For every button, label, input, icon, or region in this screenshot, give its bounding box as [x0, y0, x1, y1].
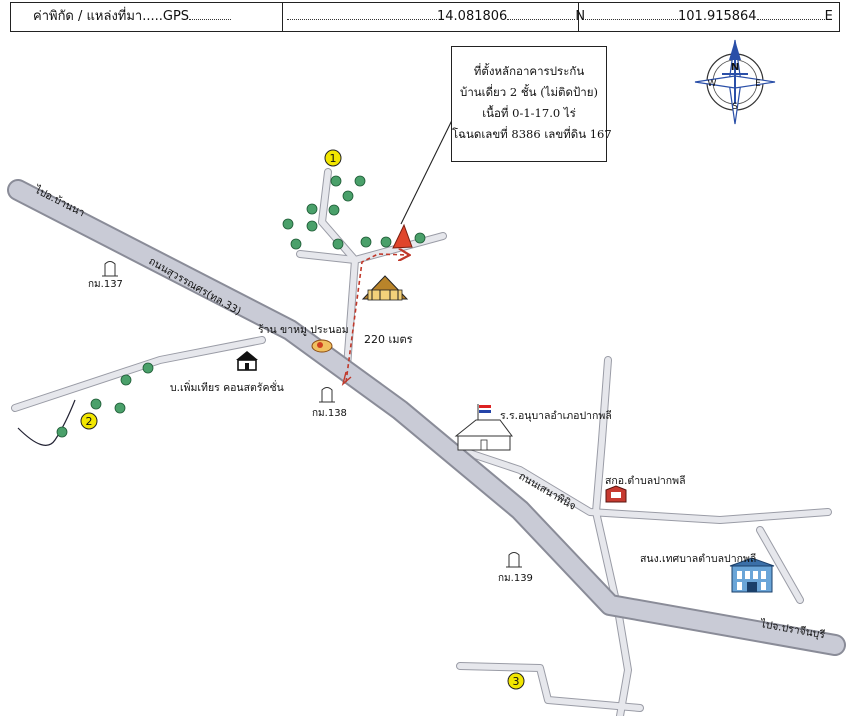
- compass-north-label: N: [731, 62, 739, 73]
- school-label: ร.ร.อนุบาลอำเภอปากพลี: [500, 409, 612, 422]
- longitude-suffix: E: [824, 9, 833, 24]
- coordinate-source-cell: ค่าพิกัด / แหล่งที่มา.....GPS: [11, 3, 283, 31]
- callout-line-1: ที่ตั้งหลักอาคารประกัน: [473, 64, 585, 78]
- house-icon: [236, 351, 258, 371]
- km137-label: กม.137: [88, 279, 123, 290]
- marker-3-label: 3: [513, 675, 520, 688]
- latitude-suffix: N: [575, 9, 586, 24]
- longitude-value: 101.915864: [678, 9, 757, 24]
- distance-label: 220 เมตร: [364, 333, 413, 346]
- sao-label: สกอ.ตำบลปากพลี: [605, 474, 686, 487]
- callout-line-3: เนื้อที่ 0-1-17.0 ไร่: [482, 106, 576, 120]
- property-callout-box: ที่ตั้งหลักอาคารประกัน บ้านเดี่ยว 2 ชั้น…: [451, 46, 612, 162]
- sao-sign-icon: [605, 485, 627, 503]
- municipality-building-icon: [729, 557, 775, 593]
- marker-2: 2: [80, 412, 98, 430]
- coordinate-label: ค่าพิกัด / แหล่งที่มา.....: [33, 9, 163, 24]
- temple-icon: [361, 275, 409, 301]
- coordinates-header: ค่าพิกัด / แหล่งที่มา.....GPS 14.081806 N…: [10, 2, 840, 32]
- marker-1: 1: [324, 149, 342, 167]
- coordinate-source: GPS: [162, 9, 190, 24]
- marker-3: 3: [507, 672, 525, 690]
- km138-label: กม.138: [312, 408, 347, 419]
- latitude-cell: 14.081806 N: [283, 3, 585, 31]
- callout-leader-line: [400, 107, 459, 225]
- latitude-value: 14.081806: [437, 9, 508, 24]
- longitude-cell: 101.915864 E: [579, 3, 839, 31]
- tree-icons: [56, 175, 426, 438]
- property-location-icon: [392, 223, 413, 249]
- compass-east-label: E: [755, 79, 761, 89]
- callout-line-2: บ้านเดี่ยว 2 ชั้น (ไม่ติดป้าย): [460, 85, 598, 99]
- marker-2-label: 2: [86, 415, 93, 428]
- main-highway: [7, 179, 846, 656]
- callout-line-4: โฉนดเลขที่ 8386 เลขที่ดิน 167: [452, 127, 612, 141]
- pork-shop-icon: [311, 339, 333, 353]
- pork-shop-label: ร้าน ขาหมู ประนอม: [258, 324, 349, 336]
- north-compass-icon: N S W E: [694, 39, 776, 125]
- marker-1-label: 1: [330, 152, 337, 165]
- compass-west-label: W: [708, 79, 717, 89]
- compass-south-label: S: [732, 102, 738, 112]
- km-post-icons: [102, 261, 522, 568]
- municipality-label: สนง.เทศบาลตำบลปากพลี: [640, 552, 756, 565]
- km139-label: กม.139: [498, 573, 533, 584]
- route-start-arrow: [341, 371, 352, 386]
- concrete-company-label: บ.เพิ่มเทียร คอนสตรัคชั่น: [170, 380, 284, 394]
- school-icon: [454, 404, 513, 451]
- stream-line: [17, 399, 76, 446]
